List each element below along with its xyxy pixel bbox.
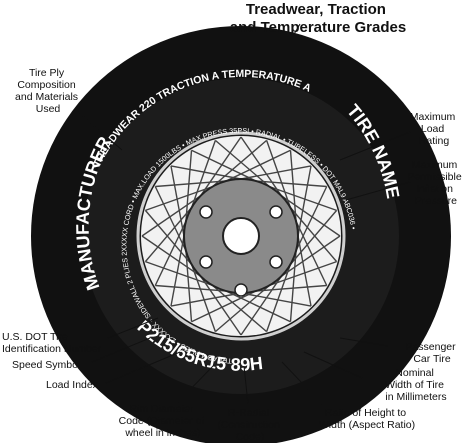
grades-label: Treadwear, Traction and Temperature Grad… (230, 1, 406, 36)
leader-load-index (105, 351, 181, 384)
spoke (154, 220, 187, 286)
spoke (170, 235, 185, 307)
max-load-label: Maximum Load Rating (410, 111, 458, 147)
leader-dot (107, 317, 159, 339)
spoke (269, 260, 337, 287)
dot-label: U.S. DOT Tire Identification Number (2, 331, 102, 355)
spoke (297, 165, 312, 237)
spoke (155, 180, 227, 188)
leader-ply (77, 111, 123, 151)
leader-speed (91, 337, 151, 363)
spoke (214, 284, 270, 333)
leader-rim (177, 364, 215, 403)
spoke (255, 284, 327, 292)
spoke (170, 165, 242, 180)
spoke (170, 292, 242, 307)
spoke (280, 195, 341, 237)
spoke (155, 284, 227, 292)
radial-label: R-Radial (Construction Code) (217, 407, 282, 443)
spoke (200, 136, 242, 197)
spoke (289, 207, 338, 263)
spoke (240, 136, 282, 197)
spoke (185, 150, 193, 222)
lug-nut (269, 205, 283, 219)
spoke (225, 149, 291, 182)
spoke (212, 284, 268, 333)
spoke (225, 290, 291, 323)
ply-label: Tire Ply Composition and Materials Used (15, 67, 81, 115)
rim-ring (136, 131, 346, 341)
lug-nut (199, 205, 213, 219)
spoke (185, 250, 193, 322)
leader-width (303, 351, 363, 379)
spoke (214, 139, 270, 188)
spoke (145, 185, 213, 212)
spoke (191, 149, 257, 182)
spoke (297, 235, 312, 307)
passenger-label: Passenger Car Tire (405, 341, 458, 365)
spoke (191, 290, 257, 323)
load-index-label: Load Index (46, 379, 99, 391)
spoke (141, 235, 202, 277)
max-pressure-label: Maximum Permissible Inflation Pressure (407, 159, 464, 207)
leader-radial (243, 365, 249, 405)
spoke (240, 275, 282, 336)
leader-max-load (339, 131, 411, 161)
spoke (212, 139, 268, 188)
spoke (200, 275, 242, 336)
spoke (255, 180, 327, 188)
spoke (141, 195, 202, 237)
width-label: Nominal Width of Tire in Millimeters (385, 367, 447, 403)
spoke (170, 165, 185, 237)
spoke (144, 209, 193, 265)
spoke (280, 235, 341, 277)
spoke (190, 140, 217, 208)
lug-nut (199, 255, 213, 269)
spoke (240, 165, 312, 180)
spoke (295, 186, 328, 252)
spoke (144, 207, 193, 263)
lug-nut (234, 283, 248, 297)
ratio-label: Ratio of Height to Width (Aspect Ratio) (319, 407, 415, 431)
wire-spokes (141, 136, 341, 336)
spoke (289, 150, 297, 222)
spoke (265, 140, 292, 208)
hub-bore (222, 217, 260, 255)
spoke (154, 186, 187, 252)
rim-label: Rim Diameter Code (Diameter of wheel in … (119, 403, 208, 439)
spoke (145, 260, 213, 287)
spoke (269, 185, 337, 212)
spoke (289, 250, 297, 322)
spoke (240, 292, 312, 307)
speed-label: Speed Symbol (12, 359, 80, 371)
lug-nut (269, 255, 283, 269)
leader-grades (271, 23, 301, 73)
spoke (190, 264, 217, 332)
leader-ratio (281, 361, 323, 405)
spoke (295, 220, 328, 286)
spoke (265, 264, 292, 332)
spoke (289, 209, 338, 265)
leader-passenger (339, 337, 389, 347)
leader-max-pressure (345, 181, 411, 201)
